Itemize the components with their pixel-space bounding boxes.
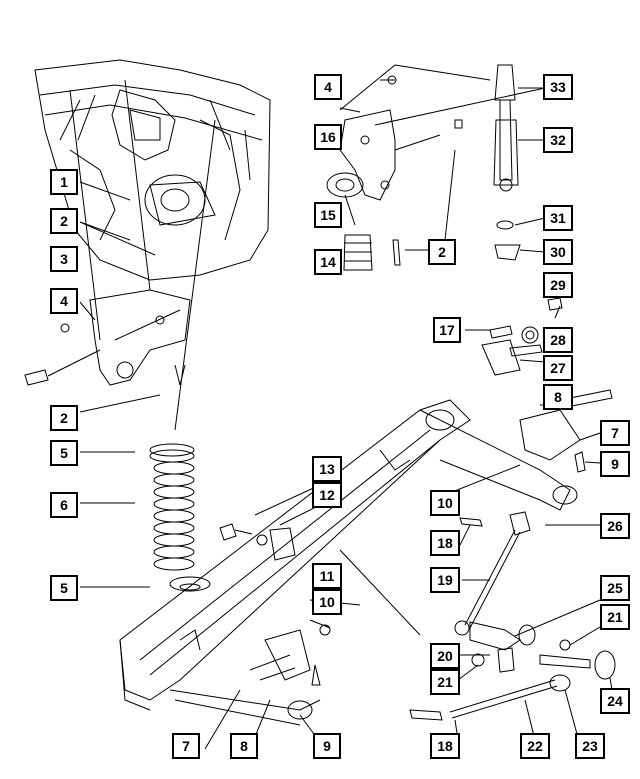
lateral-link-upper [454,511,531,636]
callout-10-center: 10 [312,589,342,615]
callout-18-lower: 18 [430,733,460,759]
callout-13: 13 [312,456,342,482]
callout-31: 31 [543,205,573,231]
shock-absorber [493,64,521,261]
callout-16: 16 [314,124,342,150]
callout-33: 33 [543,74,573,100]
coil-spring [149,443,211,592]
callout-12: 12 [312,482,342,508]
callout-15: 15 [314,202,342,228]
callout-14: 14 [314,249,342,275]
callout-1: 1 [50,169,78,195]
callout-17: 17 [433,317,461,343]
callout-8-lower: 8 [230,733,258,759]
callout-8-right: 8 [543,384,573,410]
callout-20: 20 [430,643,460,669]
callout-28: 28 [543,327,573,353]
callout-18-upper: 18 [430,530,460,556]
callout-19: 19 [430,567,460,593]
callout-27: 27 [543,355,573,381]
callout-22: 22 [520,733,550,759]
callout-26: 26 [600,513,630,539]
callout-9-lower: 9 [313,733,341,759]
bracket-left [89,289,191,386]
jounce-bumper [343,234,373,271]
callout-4-top: 4 [314,74,342,100]
shock-mount-bracket [326,109,396,201]
callout-23: 23 [575,733,605,759]
callout-6: 6 [50,492,78,518]
rear-axle-beam [119,399,581,726]
callout-5-upper: 5 [50,440,78,466]
callout-29: 29 [543,272,573,298]
callout-7-lower: 7 [172,733,200,759]
lateral-link-lower [449,674,571,719]
callout-21-right: 21 [600,604,630,630]
callout-2-lower: 2 [50,405,78,431]
callout-21-left: 21 [430,669,460,695]
callout-25: 25 [600,575,630,601]
callout-24: 24 [600,688,630,714]
callout-11: 11 [312,563,342,589]
callout-2-right: 2 [428,239,456,265]
callout-10-right: 10 [430,490,460,516]
callout-30: 30 [543,239,573,265]
callout-9-right: 9 [600,451,630,477]
callout-3: 3 [50,246,78,272]
callout-7-right: 7 [600,420,630,446]
callout-2: 2 [50,208,78,234]
callout-5-lower: 5 [50,575,78,601]
callout-4: 4 [50,288,78,314]
callout-32: 32 [543,127,573,153]
spindle [481,339,543,376]
